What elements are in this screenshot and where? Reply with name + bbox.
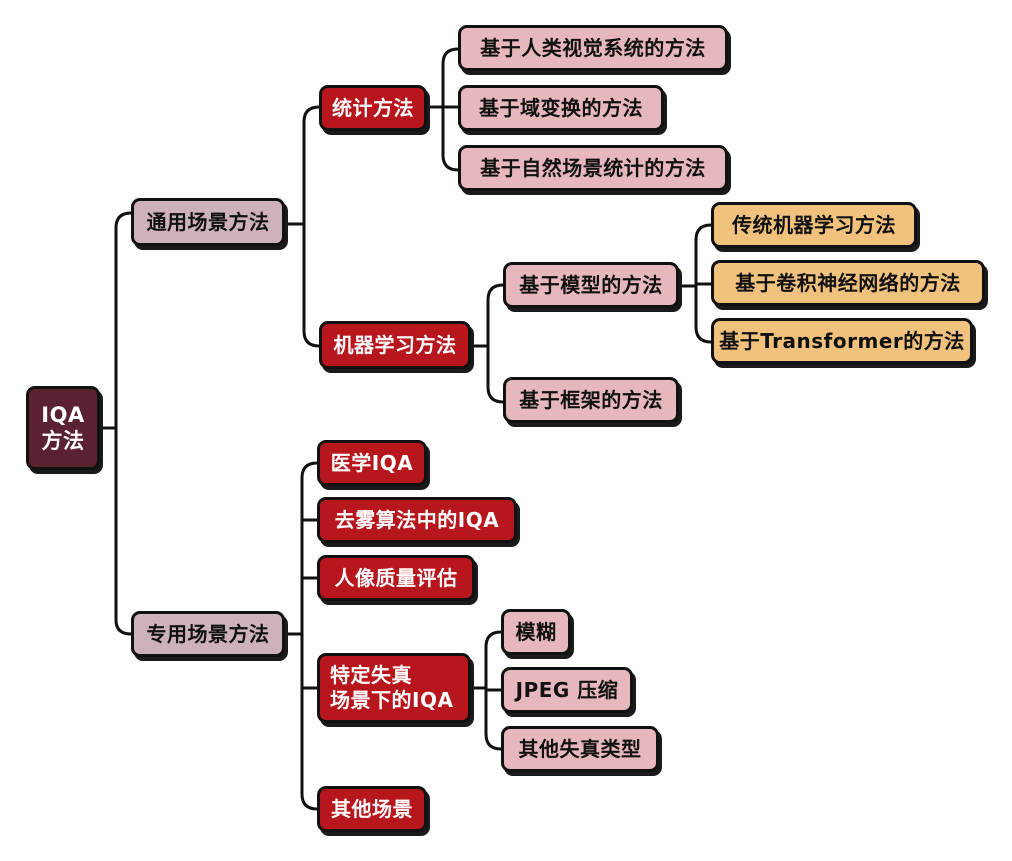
node-medical-iqa[interactable]: 医学IQA	[317, 440, 427, 486]
node-hvs-label: 基于人类视觉系统的方法	[480, 35, 706, 60]
node-jpeg-compression[interactable]: JPEG 压缩	[501, 667, 633, 713]
root-label-line2: 方法	[41, 429, 85, 453]
node-traditional-ml-label: 传统机器学习方法	[732, 212, 896, 237]
connector-root	[98, 211, 133, 636]
node-traditional-ml[interactable]: 传统机器学习方法	[711, 202, 917, 248]
root-node[interactable]: IQA 方法	[26, 386, 100, 470]
node-other-distortion[interactable]: 其他失真类型	[501, 726, 659, 772]
node-special-methods[interactable]: 专用场景方法	[131, 611, 285, 657]
node-framework-based[interactable]: 基于框架的方法	[503, 377, 679, 423]
node-general-methods[interactable]: 通用场景方法	[131, 198, 285, 246]
node-nss-label: 基于自然场景统计的方法	[480, 155, 706, 180]
node-statistical-label: 统计方法	[332, 95, 414, 120]
node-nss-method[interactable]: 基于自然场景统计的方法	[458, 145, 728, 191]
node-model-based-label: 基于模型的方法	[519, 272, 663, 297]
root-label-line1: IQA	[41, 402, 85, 427]
node-medical-label: 医学IQA	[330, 450, 414, 475]
connector-general	[283, 105, 321, 348]
node-portrait-quality[interactable]: 人像质量评估	[317, 555, 475, 601]
node-jpeg-label: JPEG 压缩	[515, 677, 619, 702]
node-transformer-method[interactable]: 基于Transformer的方法	[711, 318, 973, 364]
connector-distortion	[469, 630, 503, 751]
node-blur-label: 模糊	[515, 619, 557, 644]
node-hvs-method[interactable]: 基于人类视觉系统的方法	[458, 25, 728, 71]
node-dehaze-label: 去雾算法中的IQA	[334, 507, 500, 532]
node-ml-methods[interactable]: 机器学习方法	[319, 321, 471, 369]
node-statistical-methods[interactable]: 统计方法	[319, 85, 427, 131]
node-framework-based-label: 基于框架的方法	[519, 387, 663, 412]
node-model-based[interactable]: 基于模型的方法	[503, 262, 679, 308]
node-portrait-label: 人像质量评估	[334, 565, 458, 590]
node-ml-label: 机器学习方法	[333, 332, 457, 357]
node-general-label: 通用场景方法	[146, 209, 270, 234]
node-dehaze-iqa[interactable]: 去雾算法中的IQA	[317, 497, 517, 543]
node-other-label: 其他场景	[331, 796, 413, 821]
node-domain-transform-label: 基于域变换的方法	[479, 95, 643, 120]
node-special-label: 专用场景方法	[146, 621, 270, 646]
node-blur[interactable]: 模糊	[501, 609, 571, 655]
node-specific-distortion[interactable]: 特定失真 场景下的IQA	[317, 653, 471, 723]
connector-model-based	[677, 223, 713, 344]
connector-ml	[469, 283, 505, 404]
node-cnn-method[interactable]: 基于卷积神经网络的方法	[711, 260, 985, 306]
node-other-distortion-label: 其他失真类型	[518, 736, 642, 761]
node-distortion-label-line1: 特定失真	[330, 663, 412, 687]
connector-special	[283, 461, 319, 811]
connector-statistical	[425, 47, 460, 172]
node-distortion-label-line2: 场景下的IQA	[330, 688, 454, 712]
node-cnn-label: 基于卷积神经网络的方法	[735, 270, 961, 295]
node-transformer-label: 基于Transformer的方法	[719, 328, 965, 353]
node-other-scenes[interactable]: 其他场景	[317, 786, 427, 832]
node-domain-transform-method[interactable]: 基于域变换的方法	[458, 85, 664, 131]
